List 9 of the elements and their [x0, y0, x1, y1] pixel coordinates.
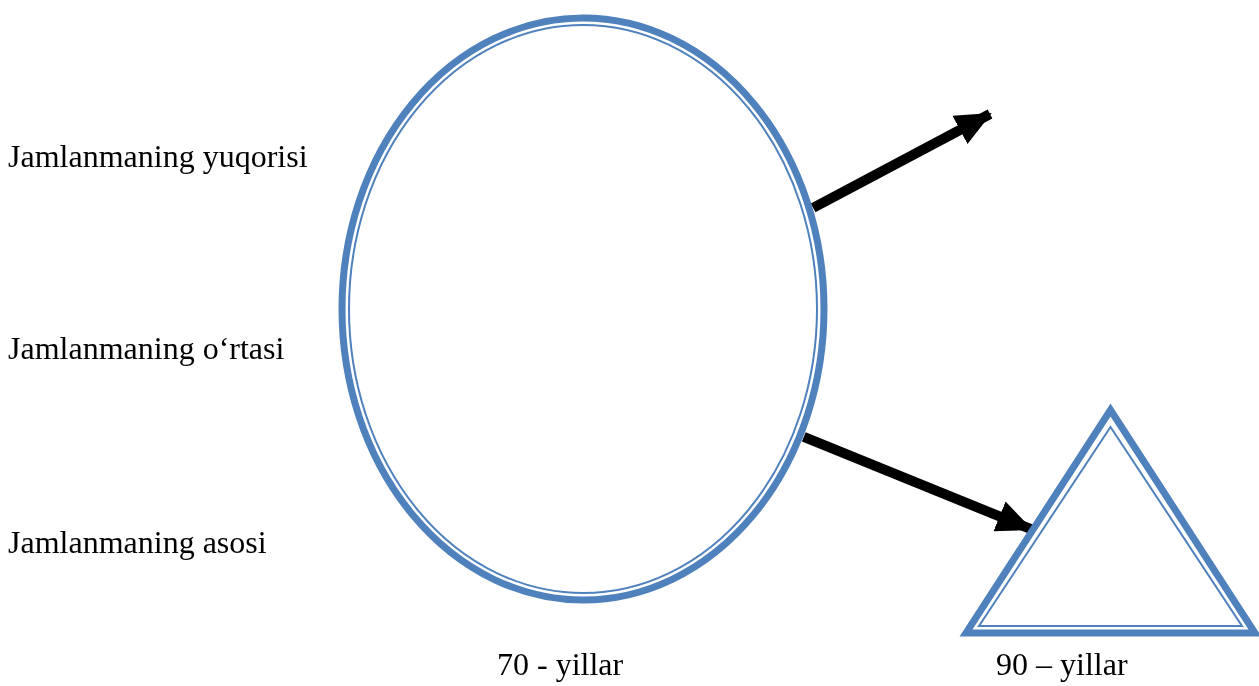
- arrow: [801, 432, 1033, 534]
- level-label: Jamlanmaning yuqorisi: [8, 138, 308, 174]
- arrow: [810, 109, 993, 213]
- triangle-shape: [962, 405, 1259, 637]
- level-label: Jamlanmaning asosi: [8, 524, 267, 560]
- caption-text: 70 - yillar: [497, 646, 624, 682]
- caption-text: 90 – yillar: [996, 646, 1128, 682]
- ellipse-shape: [338, 14, 828, 604]
- level-label: Jamlanmaning o‘rtasi: [8, 330, 285, 366]
